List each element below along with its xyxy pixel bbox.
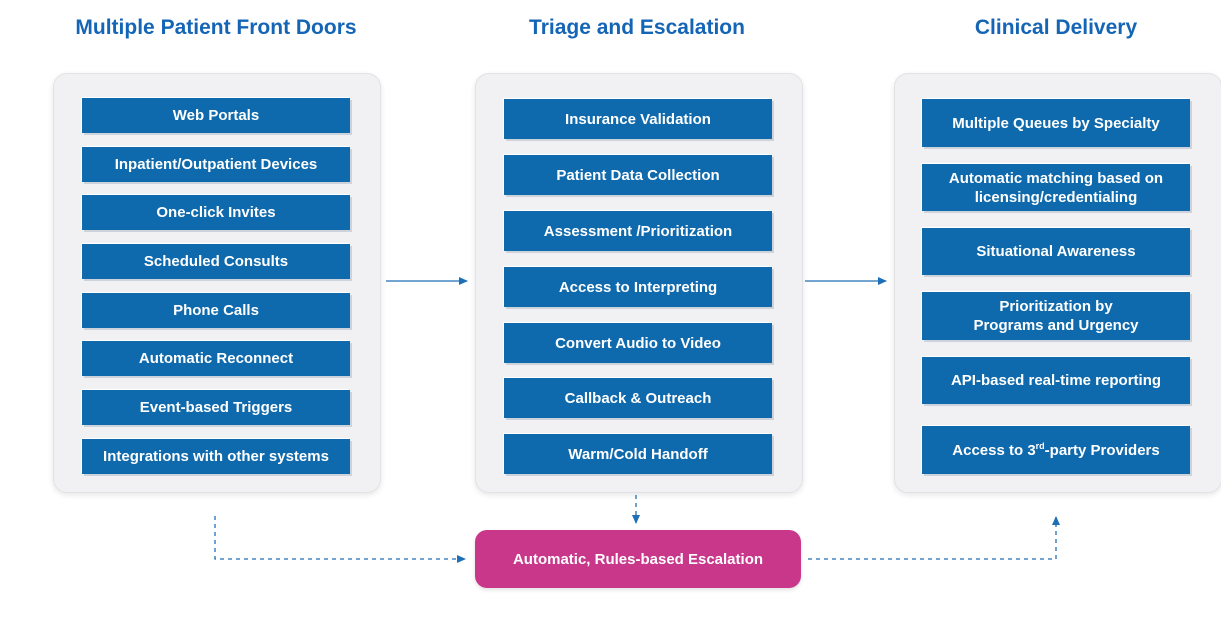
clinical-item: Prioritization by Programs and Urgency: [922, 292, 1190, 340]
front-door-item: Phone Calls: [82, 293, 350, 328]
escalation-box: Automatic, Rules-based Escalation: [475, 530, 801, 588]
triage-item: Insurance Validation: [504, 99, 772, 139]
front-door-item: One-click Invites: [82, 195, 350, 230]
clinical-item-third-party: Access to 3rd-party Providers: [922, 426, 1190, 474]
front-door-item: Scheduled Consults: [82, 244, 350, 279]
triage-item: Callback & Outreach: [504, 378, 772, 418]
title-clinical-delivery: Clinical Delivery: [974, 16, 1138, 39]
title-triage-escalation: Triage and Escalation: [529, 16, 745, 39]
triage-item: Assessment /Prioritization: [504, 211, 772, 251]
front-door-item: Automatic Reconnect: [82, 341, 350, 376]
arrow-escalation-to-clinical: [808, 516, 1060, 560]
front-door-item: Inpatient/Outpatient Devices: [82, 147, 350, 182]
front-door-item: Integrations with other systems: [82, 439, 350, 474]
triage-item: Warm/Cold Handoff: [504, 434, 772, 474]
clinical-item: API-based real-time reporting: [922, 357, 1190, 404]
clinical-item: Multiple Queues by Specialty: [922, 99, 1190, 147]
triage-item: Patient Data Collection: [504, 155, 772, 195]
front-door-item: Web Portals: [82, 98, 350, 133]
clinical-item: Automatic matching based on licensing/cr…: [922, 164, 1190, 211]
arrow-front-to-escalation: [214, 516, 466, 563]
triage-item: Access to Interpreting: [504, 267, 772, 307]
triage-item: Convert Audio to Video: [504, 323, 772, 363]
title-front-doors: Multiple Patient Front Doors: [75, 16, 357, 39]
front-door-item: Event-based Triggers: [82, 390, 350, 425]
clinical-item: Situational Awareness: [922, 228, 1190, 275]
